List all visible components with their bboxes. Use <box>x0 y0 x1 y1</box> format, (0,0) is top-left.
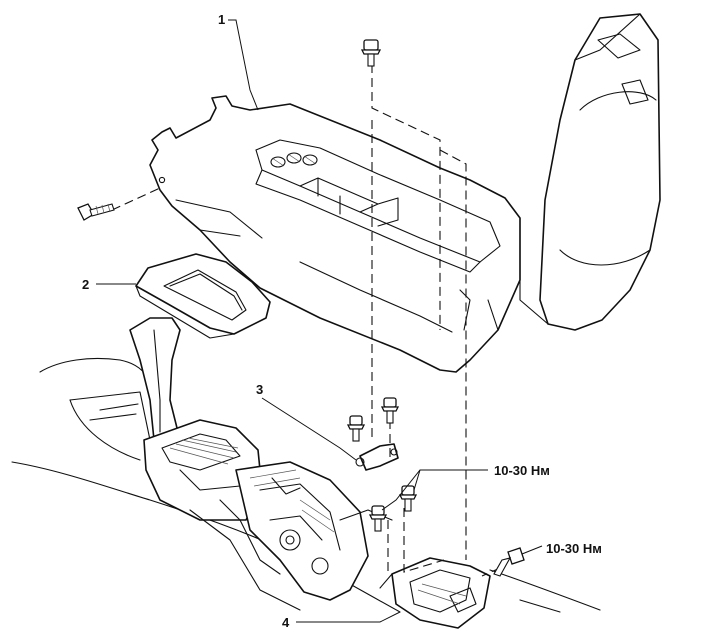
screw-left <box>77 203 115 221</box>
callout-4: 4 <box>282 615 290 630</box>
shift-trim-plate <box>135 253 271 339</box>
callout-3: 3 <box>256 382 263 397</box>
torque-label-bracket: 10-30 Нм <box>494 463 550 478</box>
callout-2: 2 <box>82 277 89 292</box>
bolt-top <box>360 39 382 67</box>
bolt-cable-b <box>368 505 388 532</box>
bracket <box>355 443 399 471</box>
fasteners <box>77 39 525 577</box>
bolt-bracket-a <box>346 415 366 442</box>
armrest-lid <box>519 13 661 331</box>
cable-bracket <box>379 557 491 629</box>
bolt-right <box>493 547 525 577</box>
torque-label-right: 10-30 Нм <box>546 541 602 556</box>
bolt-bracket-b <box>380 397 400 424</box>
shift-lever-assembly <box>129 317 393 611</box>
leader-lines <box>96 19 543 623</box>
callout-1: 1 <box>218 12 225 27</box>
console-body <box>149 95 521 373</box>
